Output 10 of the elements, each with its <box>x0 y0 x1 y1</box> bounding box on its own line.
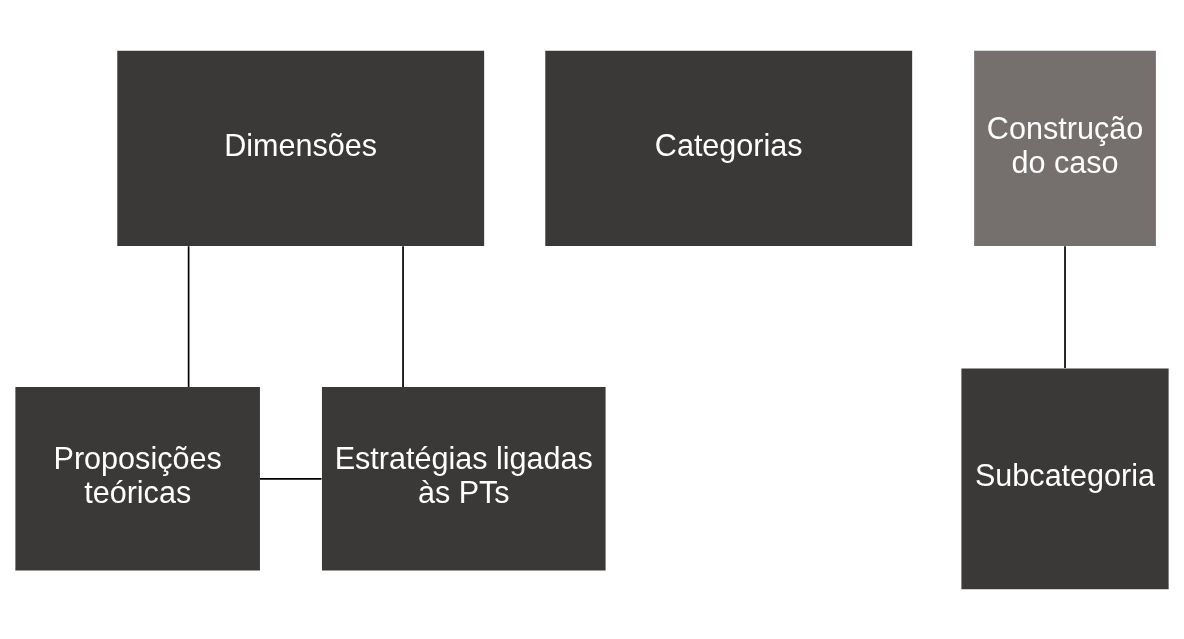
node-box: Dimensões <box>117 50 485 246</box>
node-box: Categorias <box>545 50 913 246</box>
connector <box>187 244 190 388</box>
node-box: Estratégias ligadas às PTs <box>321 386 606 570</box>
connector <box>259 477 323 480</box>
connector <box>402 244 404 388</box>
node-box: Construção do caso <box>974 50 1156 246</box>
node-box: Subcategoria <box>961 367 1169 589</box>
node-box: Proposições teóricas <box>15 386 260 570</box>
connector <box>1064 244 1066 369</box>
